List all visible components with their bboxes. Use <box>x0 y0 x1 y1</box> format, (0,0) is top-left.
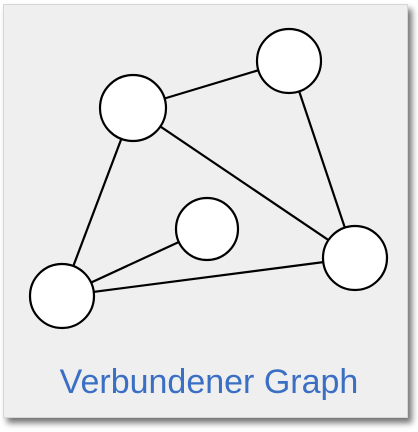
edge-top-right-right <box>287 60 357 259</box>
edge-bottom-left-right <box>61 256 356 298</box>
node-bottom-left <box>28 262 96 330</box>
node-top-right <box>255 27 323 95</box>
node-right <box>321 224 389 292</box>
diagram-caption: Verbundener Graph <box>59 363 359 401</box>
edge-upper-left-right <box>132 107 356 259</box>
node-upper-left <box>98 73 168 143</box>
node-center-small <box>174 196 240 262</box>
graph-nodes <box>28 27 389 330</box>
